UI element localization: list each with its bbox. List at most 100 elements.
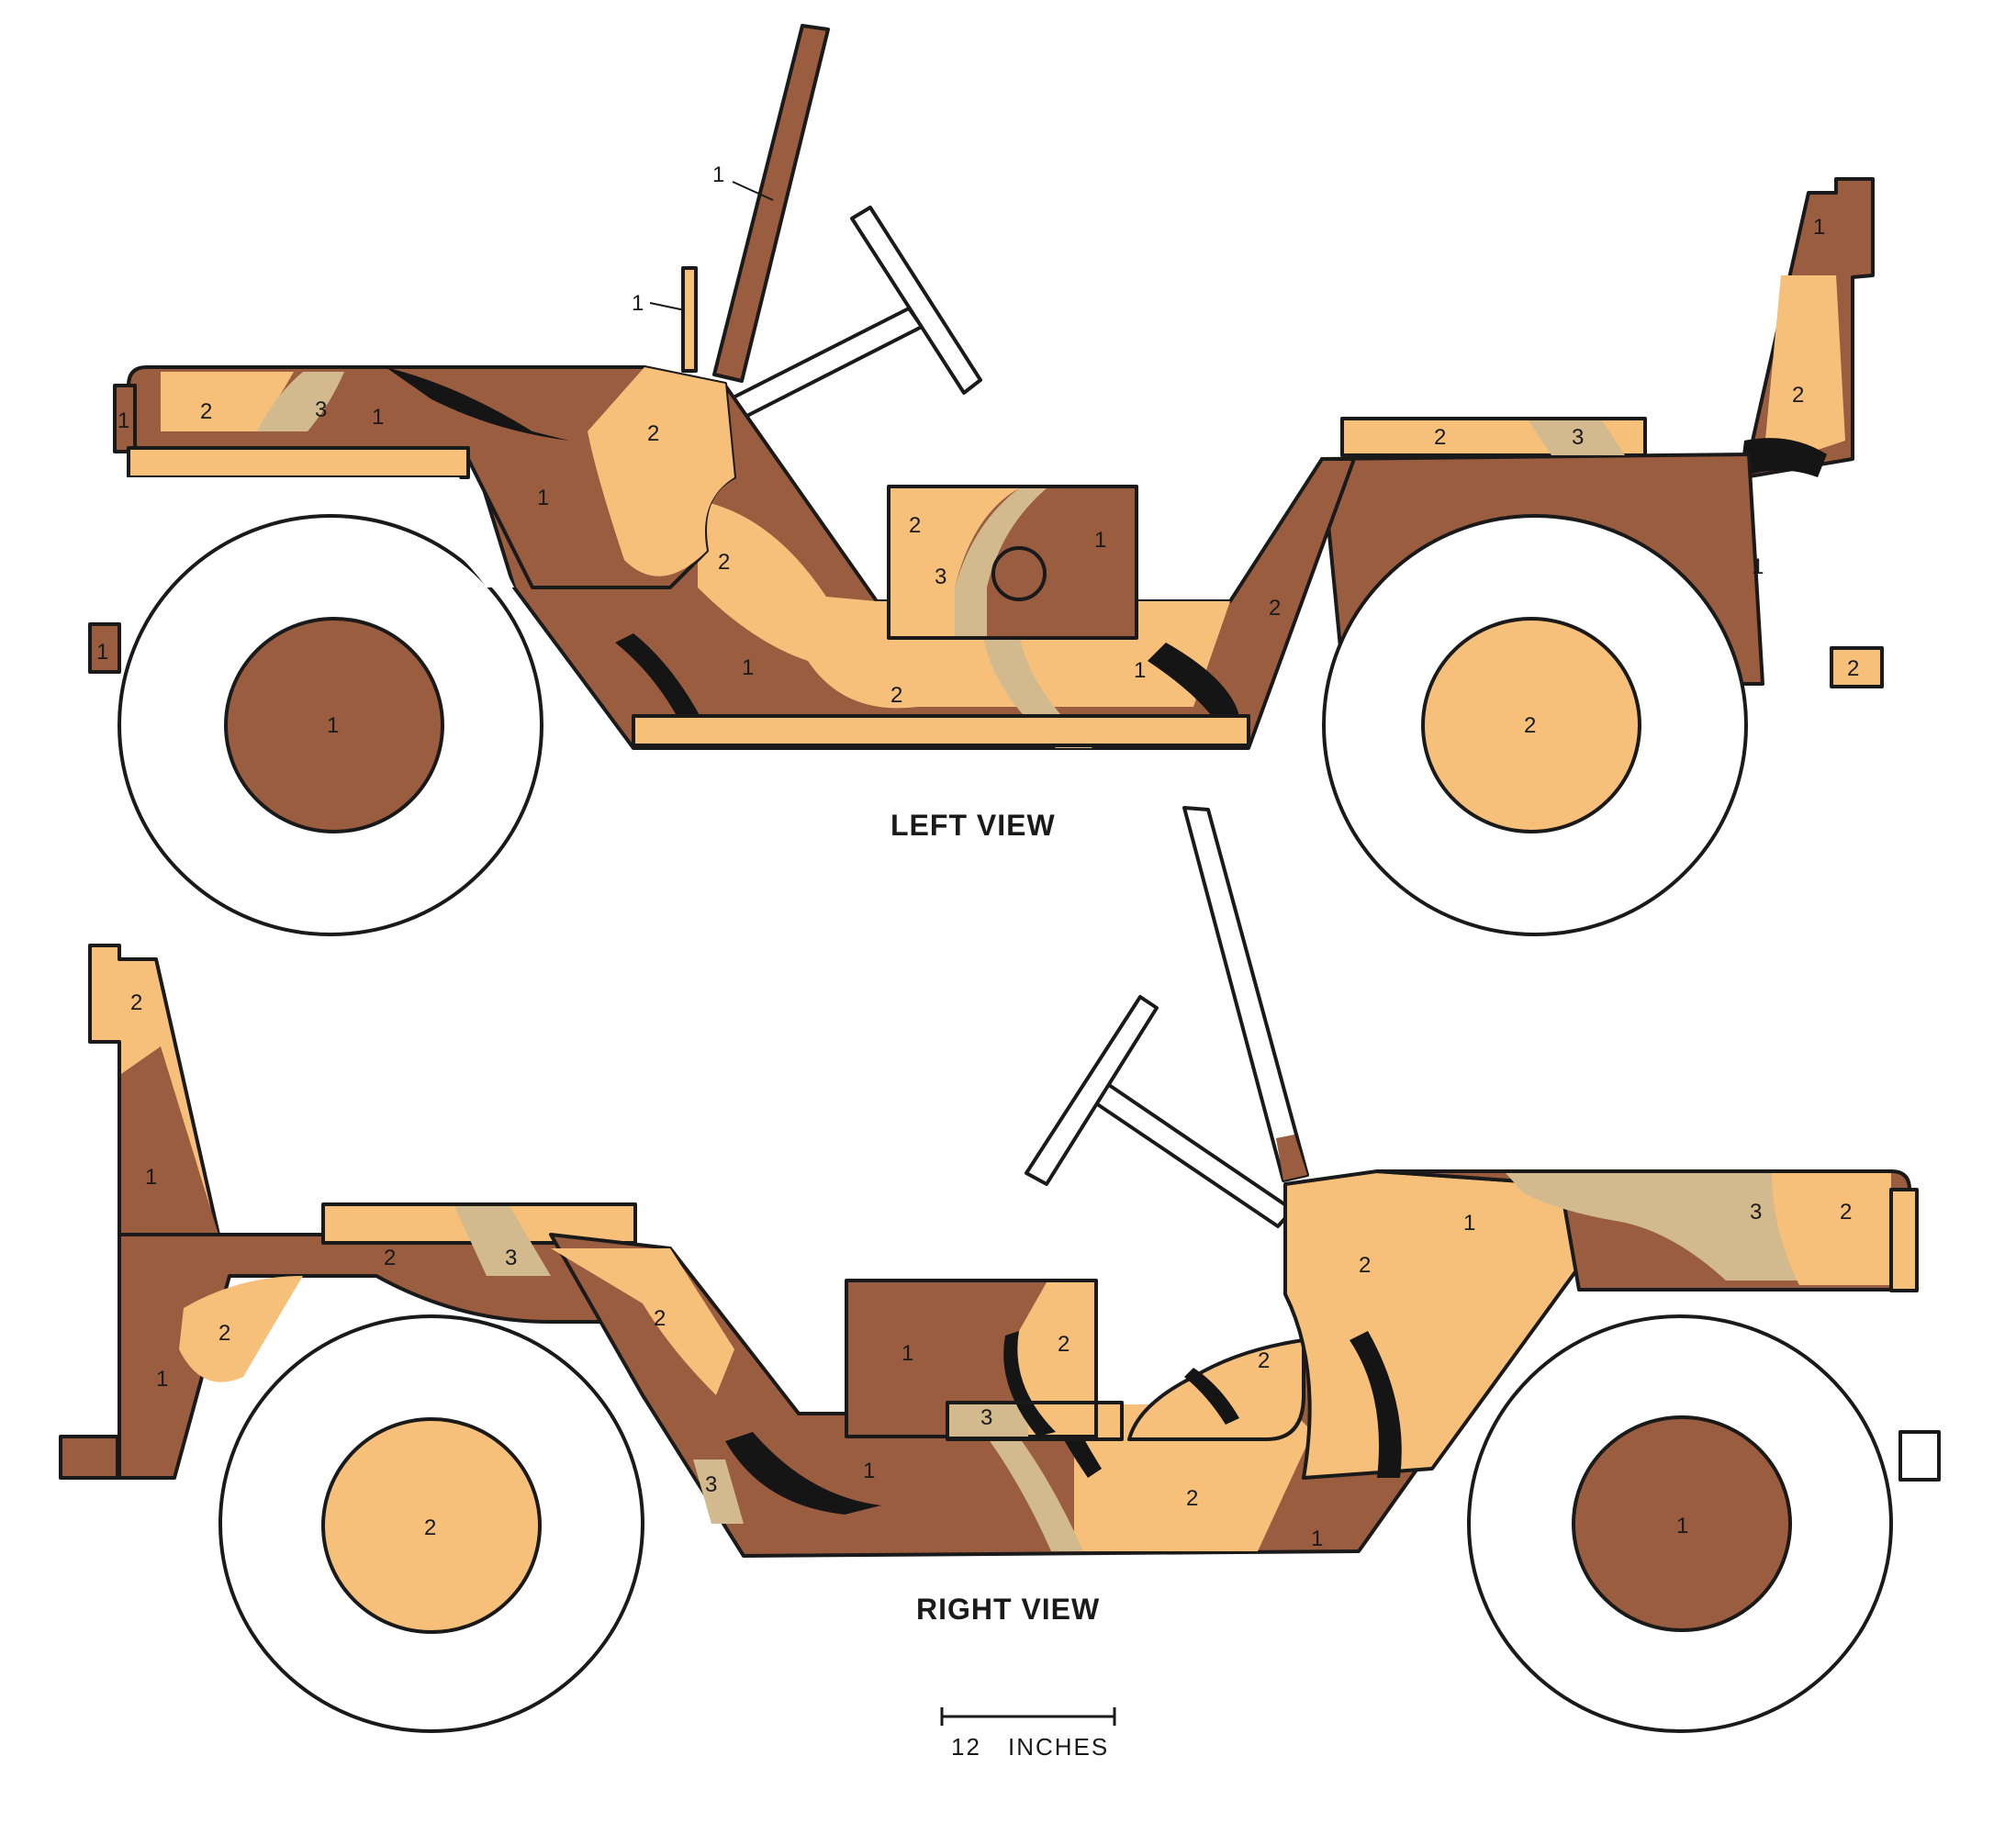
right-hood-2-label: 2 — [1840, 1200, 1852, 1225]
hull-3-stripe — [973, 1414, 1083, 1551]
rear-body — [118, 1233, 672, 1480]
left-rear-2-label: 2 — [1269, 596, 1281, 621]
rear-top-3-patch — [1529, 420, 1625, 455]
seat-cushion — [946, 1401, 1124, 1441]
left-hood-front-label: 1 — [118, 408, 129, 433]
front-bracket — [88, 622, 121, 674]
mast-leader — [732, 181, 774, 201]
seat-box-ring — [991, 546, 1047, 601]
steering-wheel — [1025, 995, 1159, 1186]
rear-wheel-hub — [1421, 617, 1641, 833]
seat-box-3 — [955, 488, 1047, 636]
left-antenna-label: 1 — [632, 291, 644, 316]
right-bow-1-label: 1 — [145, 1165, 157, 1190]
left-door-2-label: 2 — [718, 550, 730, 575]
cowl-tan — [588, 367, 734, 576]
front-bracket — [1898, 1430, 1941, 1482]
scale-bar — [940, 1707, 1116, 1726]
right-view-caption: RIGHT VIEW — [916, 1593, 1100, 1626]
hull-tan-patch-a — [698, 500, 918, 709]
left-bumper-2-label: 2 — [1847, 656, 1859, 681]
windshield-mast — [712, 24, 830, 383]
right-front-wheel-label: 1 — [1676, 1514, 1688, 1538]
right-sill-2-label: 2 — [1186, 1486, 1198, 1511]
hull-3-sill — [693, 1459, 744, 1524]
front-wheel-hub — [224, 617, 444, 833]
door-black-streak — [1184, 1368, 1239, 1425]
rear-top-3-patch — [454, 1206, 551, 1276]
right-door-2-label: 2 — [1258, 1348, 1270, 1373]
left-view-caption: LEFT VIEW — [890, 809, 1056, 842]
left-tail-1-label: 1 — [1752, 554, 1764, 579]
right-rear-top-3-label: 3 — [505, 1246, 517, 1270]
left-front-wheel-label: 1 — [327, 713, 339, 738]
antenna-stub — [681, 266, 698, 373]
right-hood-1-label: 1 — [1463, 1211, 1475, 1236]
hood-3-patch — [1506, 1173, 1799, 1280]
hull-black-stripe-a — [725, 1432, 881, 1515]
left-view-markers: 1 1 1 2 3 1 2 1 2 1 2 2 3 1 1 2 3 2 1 2 … — [96, 162, 1859, 738]
right-tail-2-label: 2 — [218, 1321, 230, 1346]
cowl-black-streak — [1350, 1331, 1402, 1478]
right-tail-1-label: 1 — [156, 1367, 168, 1392]
left-rear-1-label: 1 — [1134, 658, 1146, 683]
left-hood-1-label: 1 — [372, 405, 384, 430]
left-seatbox-1-label: 1 — [1094, 528, 1106, 553]
cowl — [1283, 1169, 1581, 1480]
scale-bar-unit: INCHES — [1008, 1733, 1109, 1761]
left-cowl-2-label: 2 — [647, 421, 659, 446]
left-rear-top-2-label: 2 — [1434, 425, 1446, 450]
hood-tan-front — [161, 372, 294, 431]
hull-tan-patch-a — [551, 1248, 734, 1395]
hull-black-stripe-b — [1148, 643, 1239, 730]
right-sill-1-label: 1 — [863, 1459, 875, 1483]
seat-box-3 — [946, 1403, 1028, 1437]
rear-body-tan — [179, 1276, 303, 1382]
right-cowl-2-label: 2 — [1359, 1253, 1371, 1278]
left-hood-2-label: 2 — [200, 399, 212, 424]
left-seatbox-2-label: 2 — [909, 513, 921, 538]
hood-lip — [113, 384, 137, 453]
right-rear-wheel-label: 2 — [424, 1515, 436, 1540]
hood-skirt — [127, 446, 470, 479]
rear-wheel-hub — [321, 1417, 542, 1634]
right-rear-fender-2-label: 2 — [654, 1306, 666, 1331]
right-view — [59, 806, 1941, 1733]
hood-3-patch — [257, 372, 344, 431]
rear-bow-black — [1740, 438, 1827, 477]
left-sill-2-label: 2 — [890, 683, 902, 708]
seat-box-tan — [1012, 1282, 1094, 1435]
scale-bar-number: 12 — [951, 1733, 981, 1761]
right-sill-3-label: 3 — [705, 1472, 717, 1497]
rear-bow-brown — [121, 1046, 218, 1235]
sill-bar — [632, 714, 1250, 747]
left-fender-1-label: 1 — [537, 486, 549, 510]
windshield-mast — [1182, 806, 1309, 1182]
left-bracket-1-label: 1 — [96, 640, 108, 665]
rear-bow-tan — [1763, 275, 1845, 468]
left-rear-top-3-label: 3 — [1572, 425, 1584, 450]
hood-lip — [1889, 1188, 1919, 1292]
right-seatbox-3-label: 3 — [980, 1405, 992, 1430]
left-sill-1-label: 1 — [742, 655, 754, 680]
left-mast-label: 1 — [712, 162, 724, 187]
left-view — [88, 24, 1884, 936]
left-seatbox-3-label: 3 — [935, 565, 946, 589]
right-rear-top-2-label: 2 — [384, 1246, 396, 1270]
front-body-edge — [119, 477, 514, 587]
right-view-markers: 2 1 2 1 2 3 2 1 2 3 2 2 1 3 2 3 1 2 1 2 … — [130, 990, 1852, 1551]
rear-bumper — [1830, 646, 1884, 688]
hood-black-streak — [386, 367, 569, 441]
left-bow-2-label: 2 — [1792, 383, 1804, 408]
right-seatbox-1-label: 1 — [902, 1341, 913, 1366]
hood-tan-front — [1772, 1173, 1891, 1285]
antenna-leader — [649, 302, 686, 311]
left-rear-wheel-label: 2 — [1524, 713, 1536, 738]
seat-box-tan — [890, 488, 1019, 636]
left-hood-3-label: 3 — [315, 397, 327, 422]
left-bow-1-label: 1 — [1813, 215, 1825, 240]
right-seatbox-2-label: 2 — [1058, 1332, 1070, 1357]
right-hood-3-label: 3 — [1750, 1200, 1762, 1225]
front-wheel-hub — [1572, 1415, 1792, 1632]
